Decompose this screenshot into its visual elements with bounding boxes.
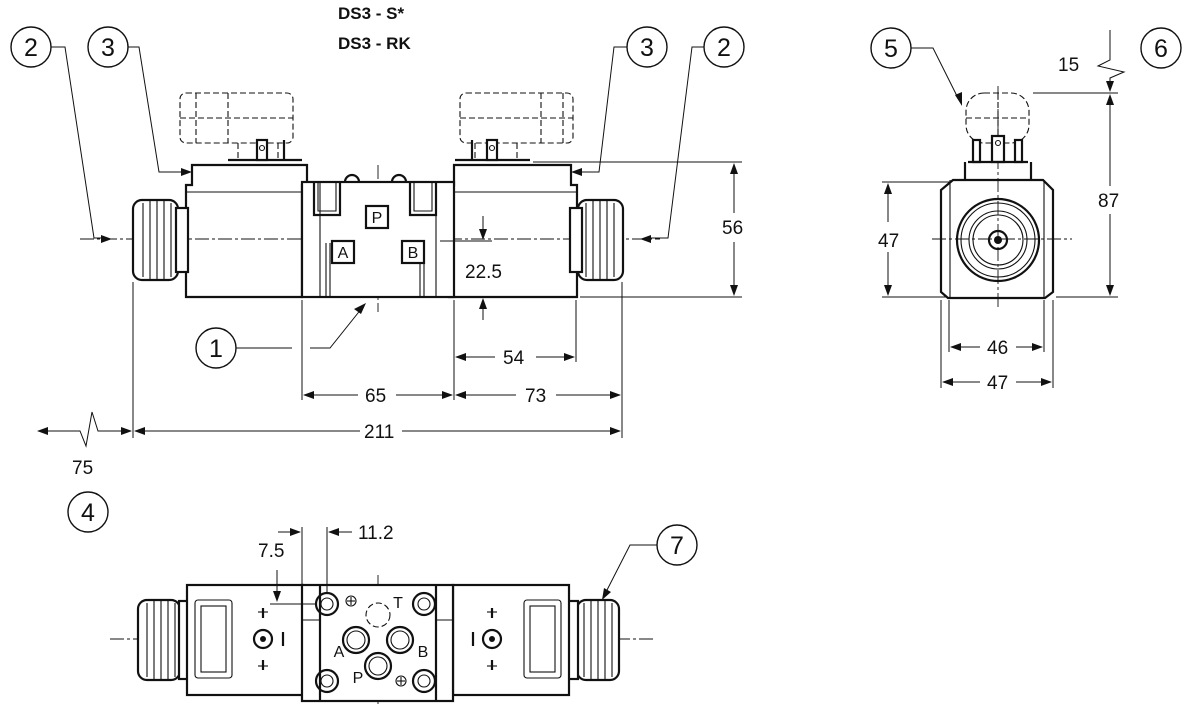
svg-text:2: 2 xyxy=(717,34,731,62)
dim-15-label: 15 xyxy=(1058,55,1079,76)
callout-3-right: 3 xyxy=(571,26,668,176)
right-connector-hidden xyxy=(455,92,574,162)
dim-211: 211 xyxy=(134,422,621,443)
port-b-bottom-label: B xyxy=(418,644,429,661)
dim-54: 54 xyxy=(455,348,575,369)
dim-22-5-label: 22.5 xyxy=(465,262,502,283)
port-p-bottom-label: P xyxy=(353,670,364,687)
title-ds3-rk: DS3 - RK xyxy=(338,34,411,53)
svg-text:2: 2 xyxy=(24,34,38,62)
dim-73: 73 xyxy=(455,386,621,407)
dim-7-5-label: 7.5 xyxy=(258,541,284,562)
dim-211-label: 211 xyxy=(364,422,394,443)
dim-56: 56 xyxy=(533,161,743,298)
right-manual-override xyxy=(568,198,625,282)
front-view: P A B xyxy=(37,92,743,479)
dim-65-label: 65 xyxy=(365,386,386,407)
dim-73-label: 73 xyxy=(525,386,546,407)
callout-2-right: 2 xyxy=(640,26,745,243)
dim-47-width-label: 47 xyxy=(987,373,1008,394)
svg-text:5: 5 xyxy=(884,35,898,63)
dim-65: 65 xyxy=(303,386,453,407)
dim-54-label: 54 xyxy=(503,348,525,369)
dim-11-2-label: 11.2 xyxy=(358,523,394,544)
svg-text:6: 6 xyxy=(1154,35,1168,63)
svg-text:1: 1 xyxy=(209,335,223,363)
dim-47-height-label: 47 xyxy=(878,231,899,252)
callout-3-left: 3 xyxy=(87,26,192,176)
left-connector-hidden xyxy=(179,92,302,162)
side-view: 87 15 47 46 47 xyxy=(878,30,1126,394)
port-a-bottom-label: A xyxy=(334,644,345,661)
left-manual-override xyxy=(131,198,190,282)
port-t-label: T xyxy=(393,595,403,612)
port-a-label: A xyxy=(338,245,349,262)
callout-1: 1 xyxy=(195,303,366,369)
svg-text:3: 3 xyxy=(640,34,654,62)
callout-6: 6 xyxy=(1140,27,1182,69)
title-ds3-s: DS3 - S* xyxy=(338,4,405,23)
callout-5: 5 xyxy=(870,27,962,106)
bottom-view: T A B P 7.5 11.2 xyxy=(110,523,655,705)
dim-75-label: 75 xyxy=(72,458,93,479)
valve-body: P A B xyxy=(300,173,456,299)
callout-2-left: 2 xyxy=(10,26,112,243)
svg-text:3: 3 xyxy=(101,34,115,62)
dim-87-label: 87 xyxy=(1098,191,1119,212)
left-solenoid-coil xyxy=(184,163,309,299)
dim-22-5: 22.5 xyxy=(440,216,502,320)
callout-7: 7 xyxy=(602,524,698,600)
dim-75: 75 xyxy=(37,411,132,479)
port-b-label: B xyxy=(408,245,419,262)
svg-text:7: 7 xyxy=(670,532,684,560)
dim-56-label: 56 xyxy=(722,218,743,239)
svg-text:4: 4 xyxy=(81,499,95,527)
dim-46-label: 46 xyxy=(987,338,1008,359)
port-p-label: P xyxy=(372,210,383,227)
callout-4: 4 xyxy=(67,491,109,533)
